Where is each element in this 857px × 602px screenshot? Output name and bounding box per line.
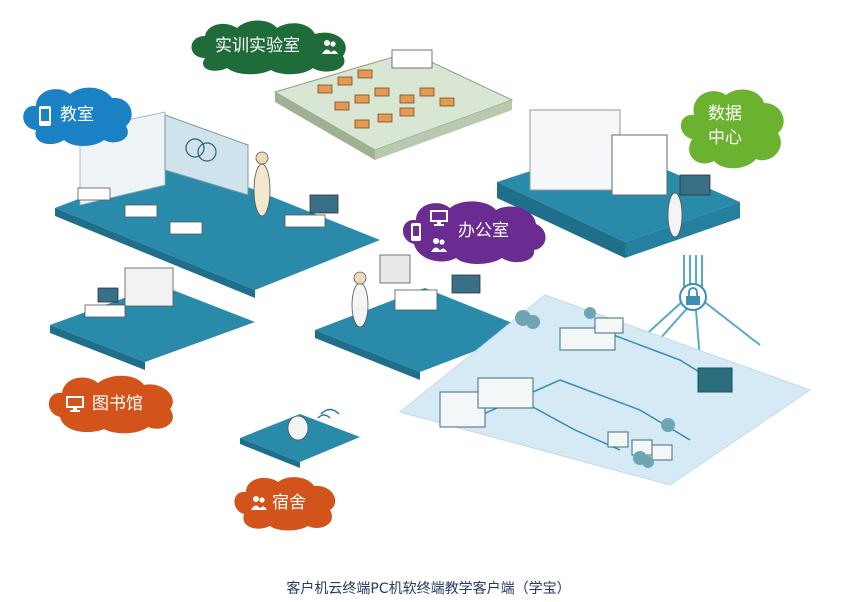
library-label: 图书馆 (92, 394, 143, 414)
classroom-floor (55, 111, 380, 298)
lab-label: 实训实验室 (215, 36, 300, 56)
monitor-icon (66, 396, 84, 412)
mobile-icon (411, 223, 421, 241)
dorm-cloud[interactable]: 宿舍 (230, 474, 340, 532)
datacenter-label-line1: 数据 (708, 104, 742, 124)
datacenter-platform (497, 109, 740, 258)
classroom-label: 教室 (60, 105, 94, 125)
mobile-icon (39, 106, 51, 126)
office-cloud-shape (402, 201, 546, 264)
classroom-cloud-shape (23, 87, 132, 146)
classroom-cloud[interactable]: 教室 (18, 84, 136, 148)
lab-cloud-shape (191, 20, 346, 75)
dorm-cloud-shape (234, 477, 336, 531)
datacenter-cloud[interactable]: 数据 中心 (676, 85, 788, 171)
office-cloud[interactable]: 办公室 (398, 198, 548, 264)
people-icon (431, 238, 447, 252)
people-icon (322, 40, 338, 54)
datacenter-cloud-shape (680, 89, 784, 169)
lab-cloud[interactable]: 实训实验室 (185, 18, 355, 76)
office-label: 办公室 (458, 221, 509, 241)
library-floor (50, 267, 255, 370)
city-area (398, 294, 812, 486)
lock-icon (679, 283, 707, 311)
datacenter-label-line2: 中心 (708, 128, 742, 148)
diagram-caption: 客户机云终端PC机软终端教学客户端（学宝） (286, 581, 571, 597)
dorm-label: 宿舍 (272, 493, 306, 513)
monitor-icon (430, 210, 448, 226)
lab-platform (273, 49, 514, 160)
library-cloud-shape (48, 375, 173, 434)
people-icon (251, 496, 267, 510)
office-floor (315, 254, 530, 380)
dorm-floor (240, 408, 360, 468)
library-cloud[interactable]: 图书馆 (44, 373, 182, 435)
